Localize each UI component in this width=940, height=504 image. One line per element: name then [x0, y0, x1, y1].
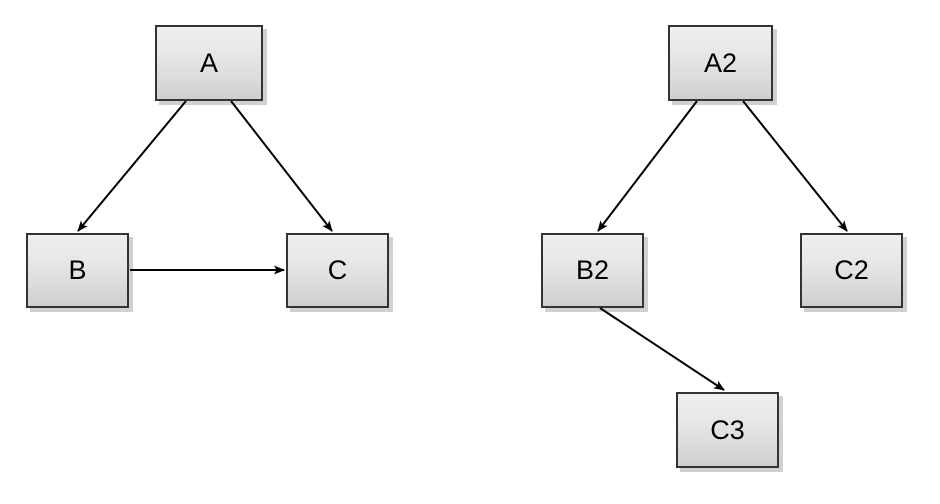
edge-a-to-b	[77, 100, 187, 232]
node-label-c3: C3	[710, 414, 745, 445]
node-label-c2: C2	[834, 255, 869, 285]
edge-a-to-c	[230, 100, 333, 232]
node-label-a: A	[199, 47, 218, 78]
edges-group	[77, 100, 848, 391]
node-c[interactable]: C	[286, 233, 389, 308]
node-label-b: B	[68, 255, 87, 285]
node-label-c: C	[327, 255, 348, 285]
edge-b2-to-c3	[599, 307, 725, 391]
node-label-b2: B2	[575, 255, 610, 285]
node-label-a2: A2	[703, 47, 738, 78]
node-b2[interactable]: B2	[541, 233, 644, 308]
node-a2[interactable]: A2	[668, 25, 773, 101]
node-a[interactable]: A	[155, 25, 263, 101]
node-c2[interactable]: C2	[800, 233, 903, 308]
node-b[interactable]: B	[26, 233, 129, 308]
edge-a2-to-b2	[597, 100, 698, 232]
node-c3[interactable]: C3	[676, 392, 779, 468]
edge-a2-to-c2	[742, 100, 848, 232]
